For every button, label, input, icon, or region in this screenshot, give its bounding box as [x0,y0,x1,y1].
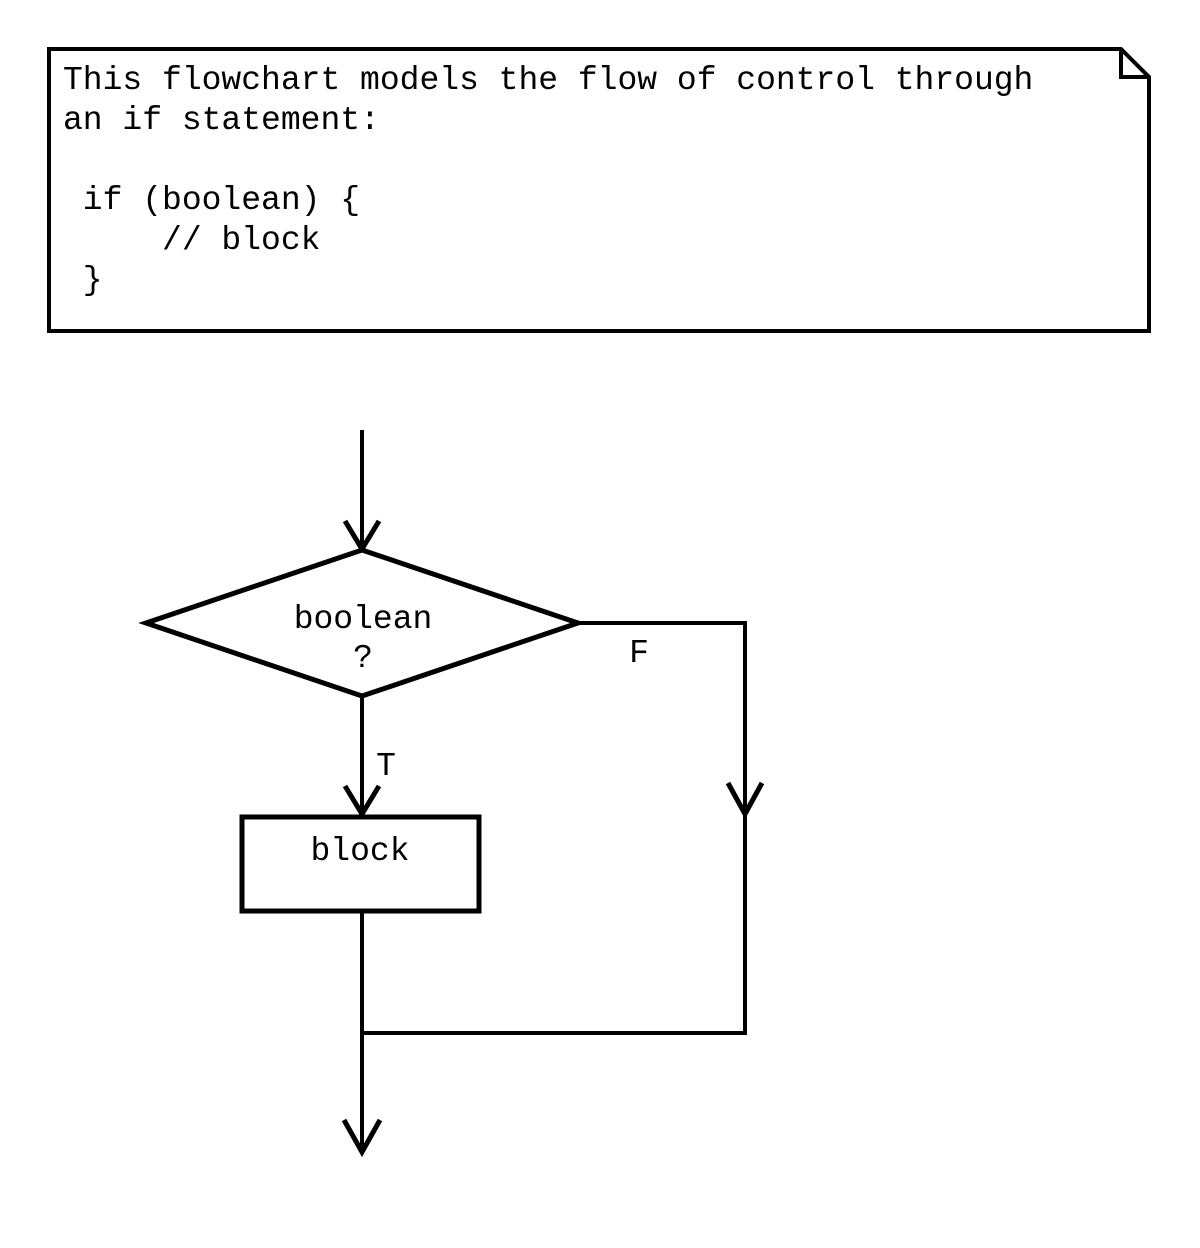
note-text-line: an if statement: [63,102,380,139]
decision-label: boolean [294,601,433,638]
note-code-line: } [63,262,103,299]
note-text: This flowchart models the flow of contro… [63,61,1033,301]
decision-question-mark: ? [353,640,373,677]
false-branch-label: F [629,635,649,672]
note-text-line [63,141,1033,181]
note-fold-icon [1119,49,1149,79]
exit-arrowhead-icon [341,1118,383,1158]
true-branch-label: T [376,748,396,785]
note-code-line: if (boolean) { [63,182,361,219]
note-shape [47,47,1151,333]
process-label: block [310,833,409,870]
true-branch-arrowhead-icon [342,784,382,819]
false-branch-arrowhead-icon [725,781,765,820]
false-branch-connector [364,621,747,1035]
note-text-line: This flowchart models the flow of contro… [63,62,1034,99]
note-code-line: // block [63,222,321,259]
